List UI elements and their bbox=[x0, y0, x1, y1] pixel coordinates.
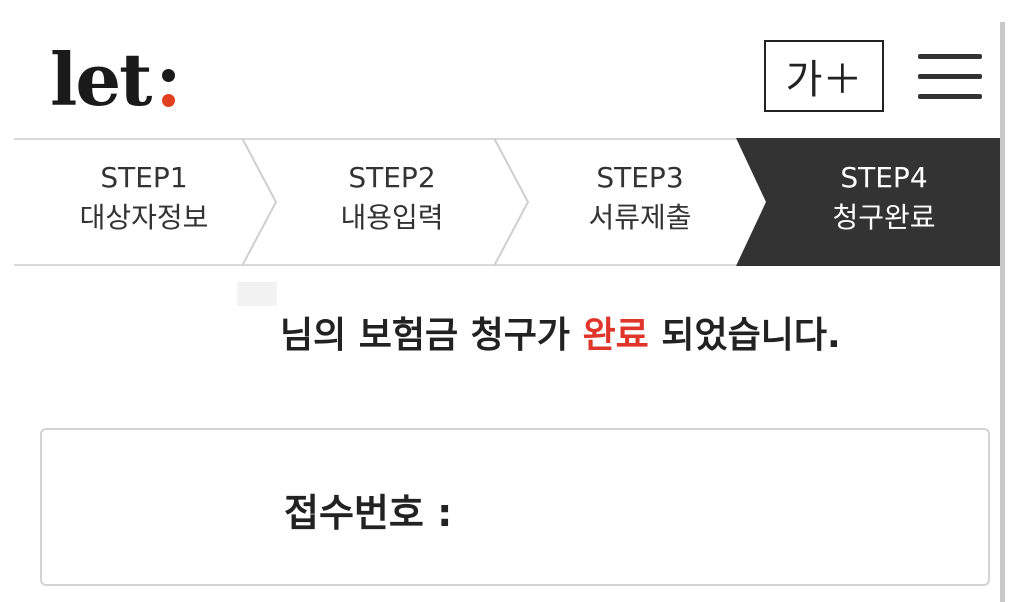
completion-message-highlight: 완료 bbox=[582, 315, 649, 356]
step-progress: STEP1 대상자정보 STEP2 내용입력 STEP3 서류제출 STEP4 … bbox=[14, 138, 1000, 266]
step-3-number: STEP3 bbox=[596, 161, 684, 194]
step-1: STEP1 대상자정보 bbox=[34, 158, 254, 238]
step-2: STEP2 내용입력 bbox=[282, 158, 502, 238]
font-size-increase-button[interactable]: 가＋ bbox=[764, 40, 884, 112]
step-1-name: 대상자정보 bbox=[79, 201, 209, 234]
step-3-name: 서류제출 bbox=[588, 201, 692, 234]
header: let 가＋ bbox=[0, 0, 1000, 138]
logo-colon-icon bbox=[162, 62, 176, 110]
scrollbar-track[interactable] bbox=[1000, 22, 1005, 602]
completion-message-before: 님의 보험금 청구가 bbox=[280, 315, 583, 356]
step-4-number: STEP4 bbox=[840, 161, 928, 194]
completion-message-after: 되었습니다. bbox=[648, 315, 841, 356]
receipt-box: 접수번호 : bbox=[40, 428, 990, 586]
completion-message: 님의 보험금 청구가 완료 되었습니다. bbox=[280, 306, 841, 358]
step-1-number: STEP1 bbox=[100, 161, 188, 194]
step-4: STEP4 청구완료 bbox=[774, 158, 994, 238]
step-divider-chevron bbox=[493, 138, 530, 266]
step4-active-background bbox=[736, 138, 1000, 266]
hamburger-menu-icon[interactable] bbox=[918, 54, 982, 100]
step-divider-chevron bbox=[241, 138, 278, 266]
step-2-number: STEP2 bbox=[348, 161, 436, 194]
step-dividers bbox=[241, 138, 1000, 266]
logo[interactable]: let bbox=[50, 30, 152, 130]
user-name-placeholder bbox=[237, 282, 277, 306]
logo-text: let bbox=[50, 37, 152, 122]
step-4-name: 청구완료 bbox=[832, 201, 936, 234]
receipt-number-label: 접수번호 : bbox=[284, 491, 453, 535]
font-size-button-label: 가＋ bbox=[785, 57, 863, 103]
step-2-name: 내용입력 bbox=[340, 201, 444, 234]
step-3: STEP3 서류제출 bbox=[530, 158, 750, 238]
